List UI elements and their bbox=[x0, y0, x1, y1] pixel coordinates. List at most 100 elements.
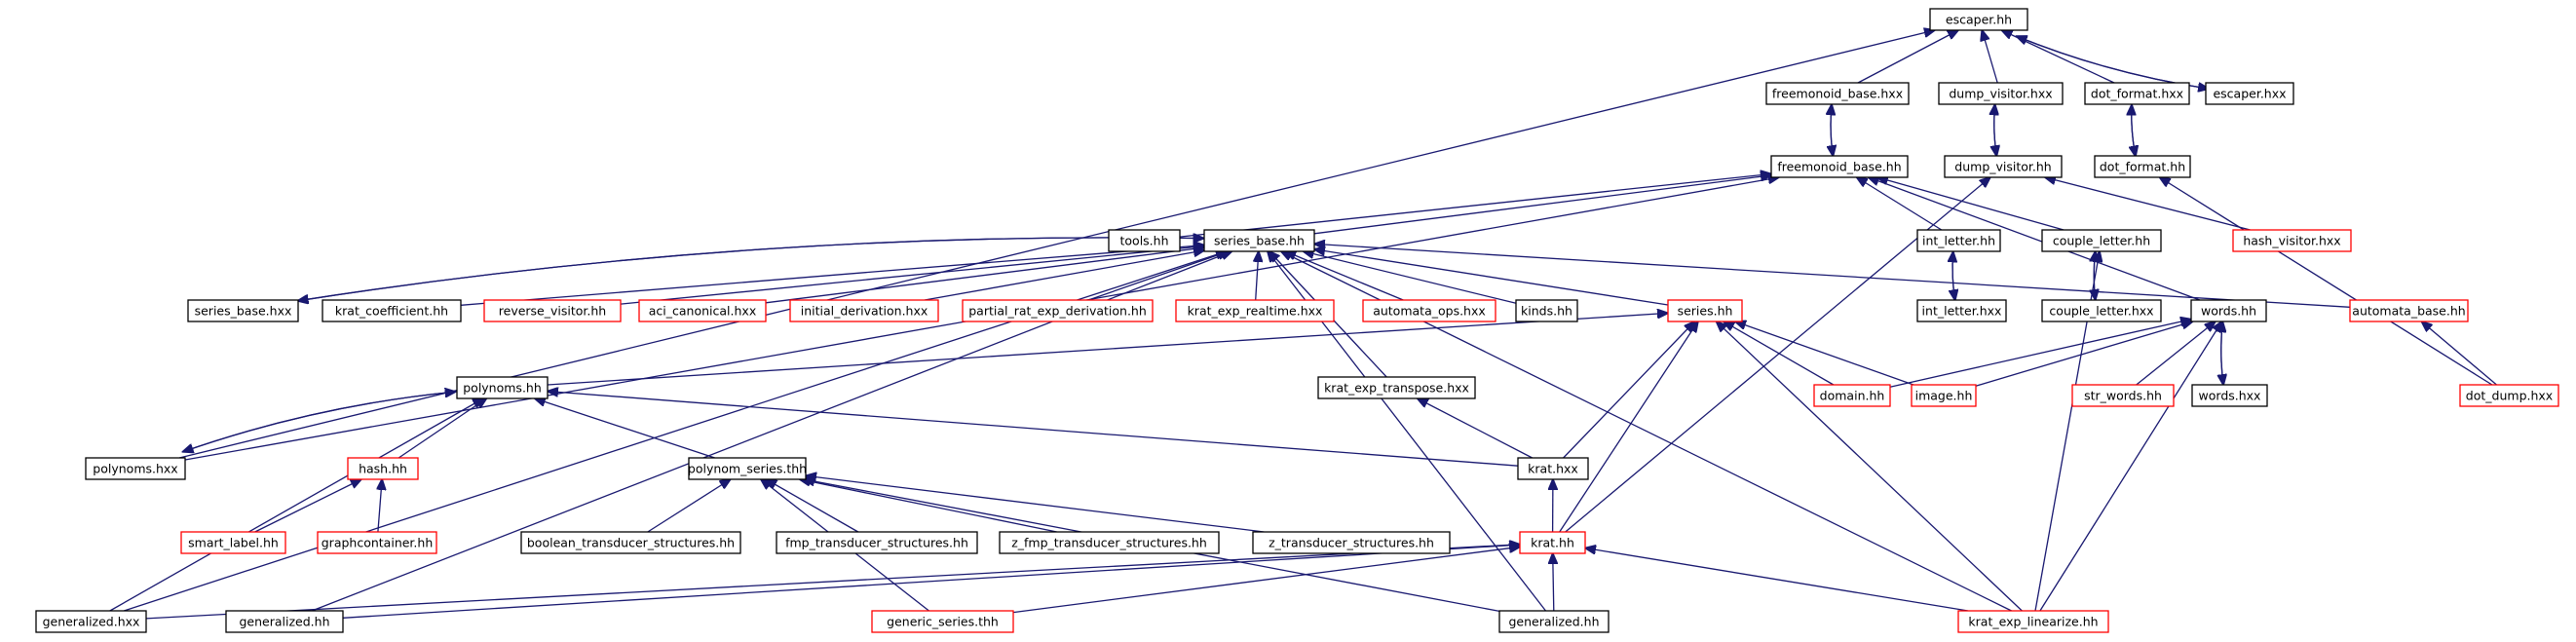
node-initial-derivation-hxx[interactable]: initial_derivation.hxx bbox=[789, 299, 939, 322]
node-words-hh[interactable]: words.hh bbox=[2190, 299, 2267, 322]
node-box[interactable] bbox=[1519, 531, 1586, 554]
node-box[interactable] bbox=[688, 457, 807, 480]
node-couple-letter-hxx[interactable]: couple_letter.hxx bbox=[2041, 299, 2162, 322]
node-krat-exp-transpose-hxx[interactable]: krat_exp_transpose.hxx bbox=[1317, 376, 1476, 399]
node-int-letter-hh[interactable]: int_letter.hh bbox=[1916, 229, 2001, 252]
node-partial-rat-exp-derivation-hh[interactable]: partial_rat_exp_derivation.hh bbox=[962, 299, 1154, 322]
node-box[interactable] bbox=[347, 457, 419, 480]
node-box[interactable] bbox=[2041, 229, 2162, 252]
node-box[interactable] bbox=[1498, 610, 1610, 633]
node-graphcontainer-hh[interactable]: graphcontainer.hh bbox=[317, 531, 437, 554]
node-box[interactable] bbox=[999, 531, 1220, 554]
node-krat-hxx[interactable]: krat.hxx bbox=[1517, 457, 1589, 480]
node-box[interactable] bbox=[962, 299, 1154, 322]
node-kinds-hh[interactable]: kinds.hh bbox=[1515, 299, 1578, 322]
node-box[interactable] bbox=[35, 610, 147, 633]
node-box[interactable] bbox=[1938, 82, 2064, 105]
node-krat-coefficient-hh[interactable]: krat_coefficient.hh bbox=[322, 299, 462, 322]
node-box[interactable] bbox=[1957, 610, 2109, 633]
node-reverse-visitor-hh[interactable]: reverse_visitor.hh bbox=[483, 299, 622, 322]
node-box[interactable] bbox=[2071, 384, 2175, 407]
node-box[interactable] bbox=[456, 376, 549, 399]
node-box[interactable] bbox=[2084, 82, 2190, 105]
node-z-fmp-transducer-structures-hh[interactable]: z_fmp_transducer_structures.hh bbox=[999, 531, 1220, 554]
node-couple-letter-hh[interactable]: couple_letter.hh bbox=[2041, 229, 2162, 252]
node-words-hxx[interactable]: words.hxx bbox=[2191, 384, 2268, 407]
node-box[interactable] bbox=[1362, 299, 1496, 322]
node-box[interactable] bbox=[180, 531, 286, 554]
node-box[interactable] bbox=[776, 531, 978, 554]
node-box[interactable] bbox=[2094, 155, 2191, 178]
node-automata-base-hh[interactable]: automata_base.hh bbox=[2349, 299, 2469, 322]
node-hash-visitor-hxx[interactable]: hash_visitor.hxx bbox=[2232, 229, 2352, 252]
node-box[interactable] bbox=[1929, 8, 2028, 31]
node-krat-hh[interactable]: krat.hh bbox=[1519, 531, 1586, 554]
node-box[interactable] bbox=[2459, 384, 2559, 407]
node-box[interactable] bbox=[1765, 82, 1910, 105]
node-box[interactable] bbox=[1175, 299, 1335, 322]
node-box[interactable] bbox=[1813, 384, 1891, 407]
node-box[interactable] bbox=[483, 299, 622, 322]
node-box[interactable] bbox=[789, 299, 939, 322]
node-box[interactable] bbox=[2041, 299, 2162, 322]
node-generalized-hh-right[interactable]: generalized.hh bbox=[1498, 610, 1610, 633]
node-box[interactable] bbox=[85, 457, 186, 480]
node-escaper-hh[interactable]: escaper.hh bbox=[1929, 8, 2028, 31]
node-freemonoid-base-hxx[interactable]: freemonoid_base.hxx bbox=[1765, 82, 1910, 105]
node-box[interactable] bbox=[1911, 384, 1977, 407]
node-box[interactable] bbox=[1916, 229, 2001, 252]
node-box[interactable] bbox=[1667, 299, 1743, 322]
node-z-transducer-structures-hh[interactable]: z_transducer_structures.hh bbox=[1252, 531, 1451, 554]
node-box[interactable] bbox=[1515, 299, 1578, 322]
node-generic-series-thh[interactable]: generic_series.thh bbox=[871, 610, 1014, 633]
node-dot-format-hxx[interactable]: dot_format.hxx bbox=[2084, 82, 2190, 105]
node-freemonoid-base-hh[interactable]: freemonoid_base.hh bbox=[1770, 155, 1909, 178]
node-automata-ops-hxx[interactable]: automata_ops.hxx bbox=[1362, 299, 1496, 322]
node-box[interactable] bbox=[322, 299, 462, 322]
node-box[interactable] bbox=[520, 531, 741, 554]
node-dot-format-hh[interactable]: dot_format.hh bbox=[2094, 155, 2191, 178]
node-hash-hh[interactable]: hash.hh bbox=[347, 457, 419, 480]
node-tools-hh[interactable]: tools.hh bbox=[1108, 229, 1181, 252]
node-polynom-series-thh[interactable]: polynom_series.thh bbox=[688, 457, 807, 480]
node-series-hh[interactable]: series.hh bbox=[1667, 299, 1743, 322]
node-str-words-hh[interactable]: str_words.hh bbox=[2071, 384, 2175, 407]
node-krat-exp-realtime-hxx[interactable]: krat_exp_realtime.hxx bbox=[1175, 299, 1335, 322]
node-aci-canonical-hxx[interactable]: aci_canonical.hxx bbox=[638, 299, 767, 322]
node-box[interactable] bbox=[317, 531, 437, 554]
node-box[interactable] bbox=[1252, 531, 1451, 554]
node-box[interactable] bbox=[2349, 299, 2469, 322]
node-domain-hh[interactable]: domain.hh bbox=[1813, 384, 1891, 407]
node-box[interactable] bbox=[1203, 229, 1315, 252]
node-box[interactable] bbox=[1317, 376, 1476, 399]
node-box[interactable] bbox=[2205, 82, 2294, 105]
node-fmp-transducer-structures-hh[interactable]: fmp_transducer_structures.hh bbox=[776, 531, 978, 554]
node-box[interactable] bbox=[1916, 299, 2007, 322]
node-generalized-hxx[interactable]: generalized.hxx bbox=[35, 610, 147, 633]
node-box[interactable] bbox=[225, 610, 344, 633]
node-dot-dump-hxx[interactable]: dot_dump.hxx bbox=[2459, 384, 2559, 407]
node-int-letter-hxx[interactable]: int_letter.hxx bbox=[1916, 299, 2007, 322]
node-boolean-transducer-structures-hh[interactable]: boolean_transducer_structures.hh bbox=[520, 531, 741, 554]
node-box[interactable] bbox=[1517, 457, 1589, 480]
node-box[interactable] bbox=[2232, 229, 2352, 252]
node-box[interactable] bbox=[871, 610, 1014, 633]
node-box[interactable] bbox=[2190, 299, 2267, 322]
node-series-base-hh[interactable]: series_base.hh bbox=[1203, 229, 1315, 252]
node-box[interactable] bbox=[1770, 155, 1909, 178]
node-box[interactable] bbox=[638, 299, 767, 322]
node-dump-visitor-hh[interactable]: dump_visitor.hh bbox=[1944, 155, 2063, 178]
node-series-base-hxx[interactable]: series_base.hxx bbox=[187, 299, 299, 322]
node-box[interactable] bbox=[2191, 384, 2268, 407]
node-box[interactable] bbox=[1108, 229, 1181, 252]
node-generalized-hh-left[interactable]: generalized.hh bbox=[225, 610, 344, 633]
node-krat-exp-linearize-hh[interactable]: krat_exp_linearize.hh bbox=[1957, 610, 2109, 633]
node-escaper-hxx[interactable]: escaper.hxx bbox=[2205, 82, 2294, 105]
node-box[interactable] bbox=[1944, 155, 2063, 178]
node-image-hh[interactable]: image.hh bbox=[1911, 384, 1977, 407]
node-box[interactable] bbox=[187, 299, 299, 322]
node-polynoms-hh[interactable]: polynoms.hh bbox=[456, 376, 549, 399]
node-smart-label-hh[interactable]: smart_label.hh bbox=[180, 531, 286, 554]
node-dump-visitor-hxx[interactable]: dump_visitor.hxx bbox=[1938, 82, 2064, 105]
node-polynoms-hxx[interactable]: polynoms.hxx bbox=[85, 457, 186, 480]
